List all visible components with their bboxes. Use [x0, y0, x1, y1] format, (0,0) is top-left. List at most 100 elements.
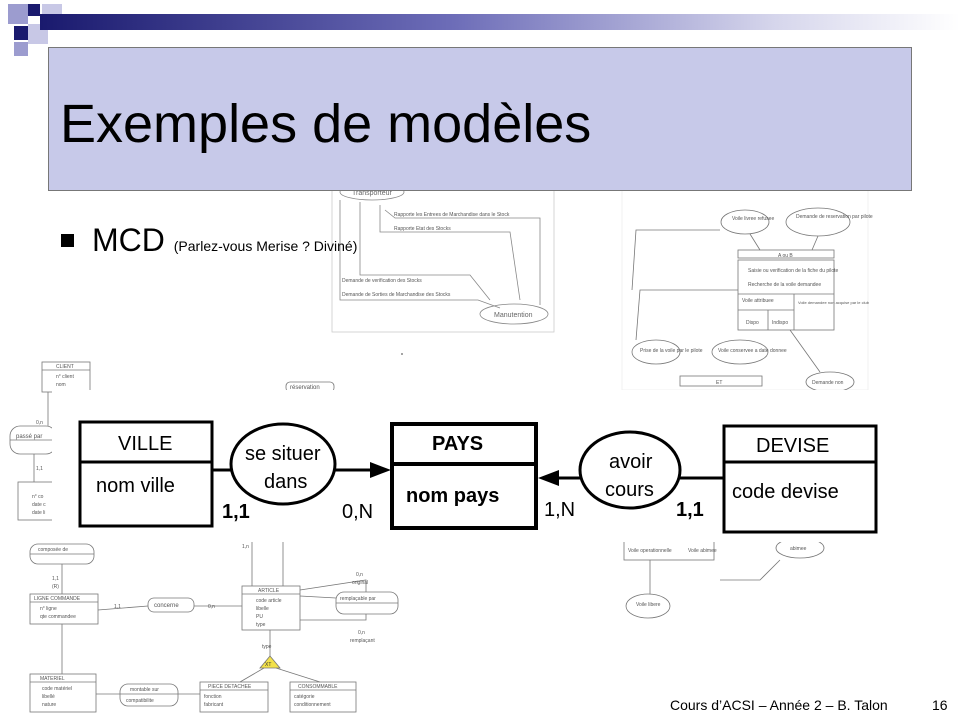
petri-bar2: ET [716, 380, 722, 386]
card-ville-side: 1,1 [222, 501, 250, 523]
petri-c2: Voile demandee non acquise par le club [798, 300, 870, 305]
entity-ville-attr: nom ville [96, 475, 175, 497]
uml-article-a2: PU [256, 614, 263, 620]
uml-compose-de: composée de [38, 547, 68, 553]
petri-n9: Voile libere [636, 602, 661, 608]
relation-se-situer-line2: dans [264, 471, 307, 493]
uml-ligne-id: n° ligne [40, 606, 57, 612]
uml-commande-a1: date c [32, 502, 46, 508]
footer-text: Cours d’ACSI – Année 2 – B. Talon [670, 697, 888, 713]
petri-item2: Recherche de la voile demandee [748, 282, 821, 288]
entity-devise-attr: code devise [732, 481, 839, 503]
relation-avoir-cours-line1: avoir [609, 451, 653, 473]
relation-se-situer-line1: se situer [245, 443, 321, 465]
uml-client-attr: nom [56, 382, 66, 388]
uml-concerne: concerne [154, 603, 179, 609]
flow-msg2: Rapporte Etat des Stocks [394, 226, 451, 232]
bullet-sub: (Parlez-vous Merise ? Diviné) [173, 238, 358, 254]
petri-n2: Demande de reservation par pilote [796, 214, 873, 220]
uml-materiel: MATERIEL [40, 676, 65, 682]
bullet-main: MCD [92, 222, 165, 258]
relation-avoir-cours [578, 430, 682, 510]
uml-remplacable: remplaçable par [340, 596, 376, 602]
uml-materiel-a2: nature [42, 702, 56, 708]
petri-n1: Voile livree refusee [732, 216, 774, 222]
uml-diagram [9, 361, 399, 713]
petri-n3: Prise de la voile par le pilote [640, 348, 703, 354]
petri-c1: Voile attribuee [742, 298, 774, 304]
uml-article-id: code article [256, 598, 282, 604]
uml-conso-a1: catégorie [294, 694, 315, 700]
uml-remplacant: remplaçant [350, 638, 375, 644]
relation-se-situer [229, 422, 337, 506]
uml-article-a1: libelle [256, 606, 269, 612]
petri-d2: Indispo [772, 320, 788, 326]
card-pays-side-left: 0,N [342, 501, 373, 523]
uml-piece: PIECE DETACHEE [208, 684, 252, 690]
petri-item1: Saisie ou verification de la fiche du pi… [748, 268, 839, 274]
header-gradient-bar [40, 14, 960, 30]
uml-xt: XT [265, 662, 271, 668]
uml-ligne-cmd: LIGNE COMMANDE [34, 596, 81, 602]
uml-passe-par: passé par [16, 434, 42, 440]
flow-bottom-node: Manutention [494, 312, 533, 319]
uml-client-id: n° client [56, 374, 74, 380]
relation-avoir-cours-line2: cours [605, 479, 654, 501]
uml-card: 1,n [242, 544, 249, 550]
petri-diagram [621, 185, 869, 619]
card-pays-side-right: 1,N [544, 499, 575, 521]
petri-n7: Voile abimee [688, 548, 717, 554]
uml-reservation: réservation [290, 385, 320, 391]
flow-msg3: Demande de verification des Stocks [342, 278, 422, 284]
flow-diagram [331, 183, 555, 355]
uml-card: 1,1 [52, 576, 59, 582]
arrow-head-icon [370, 462, 391, 478]
uml-materiel-id: code matériel [42, 686, 72, 692]
bullet-text: MCD (Parlez-vous Merise ? Diviné) [92, 220, 357, 266]
entity-devise [722, 424, 878, 534]
bullet-icon [61, 234, 74, 247]
petri-n4: Voile conservee a date donnee [718, 348, 787, 354]
uml-compat: compatibilite [126, 698, 154, 704]
decor-square [28, 4, 40, 16]
uml-card: 1,1 [114, 604, 121, 610]
uml-piece-a1: fonction [204, 694, 222, 700]
uml-piece-a2: fabricant [204, 702, 224, 708]
uml-card: 0,n [36, 420, 43, 426]
uml-client: CLIENT [56, 364, 74, 370]
uml-card: 1,1 [36, 466, 43, 472]
page-title: Exemples de modèles [60, 94, 592, 154]
decor-square [14, 26, 28, 40]
uml-conso-a2: conditionnement [294, 702, 331, 708]
uml-card: 0,n [208, 604, 215, 610]
petri-n8: abimee [790, 546, 807, 552]
entity-pays-attr: nom pays [406, 485, 499, 507]
flow-msg4: Demande de Sorties de Marchandise des St… [342, 292, 451, 298]
uml-article-a3: type [256, 622, 266, 628]
entity-pays [390, 422, 538, 530]
uml-ligne-attr: qte commandee [40, 614, 76, 620]
decor-square [14, 42, 28, 56]
mcd-diagram: VILLE nom ville se situer dans 1,1 0,N P… [52, 390, 908, 542]
title-banner [48, 47, 912, 191]
uml-commande-a2: date li [32, 510, 45, 516]
petri-bar1: A ou B [778, 253, 793, 259]
petri-n6: Voile operationnelle [628, 548, 672, 554]
uml-card: 0,n [358, 630, 365, 636]
uml-consommable: CONSOMMABLE [298, 684, 338, 690]
entity-ville [78, 420, 214, 528]
uml-commande-id: n° co [32, 494, 44, 500]
decor-square [8, 4, 28, 24]
petri-d1: Dispo [746, 320, 759, 326]
uml-article: ARTICLE [258, 588, 280, 594]
petri-n5: Demande non [812, 380, 844, 386]
uml-materiel-a1: libellé [42, 694, 55, 700]
entity-ville-name: VILLE [118, 433, 172, 455]
uml-type: type [262, 644, 272, 650]
flow-msg1: Rapporte les Entrees de Marchandise dans… [394, 212, 510, 218]
uml-card: 0,n [356, 572, 363, 578]
entity-devise-name: DEVISE [756, 435, 829, 457]
uml-montable: montable sur [130, 687, 159, 693]
entity-pays-name: PAYS [432, 433, 483, 455]
